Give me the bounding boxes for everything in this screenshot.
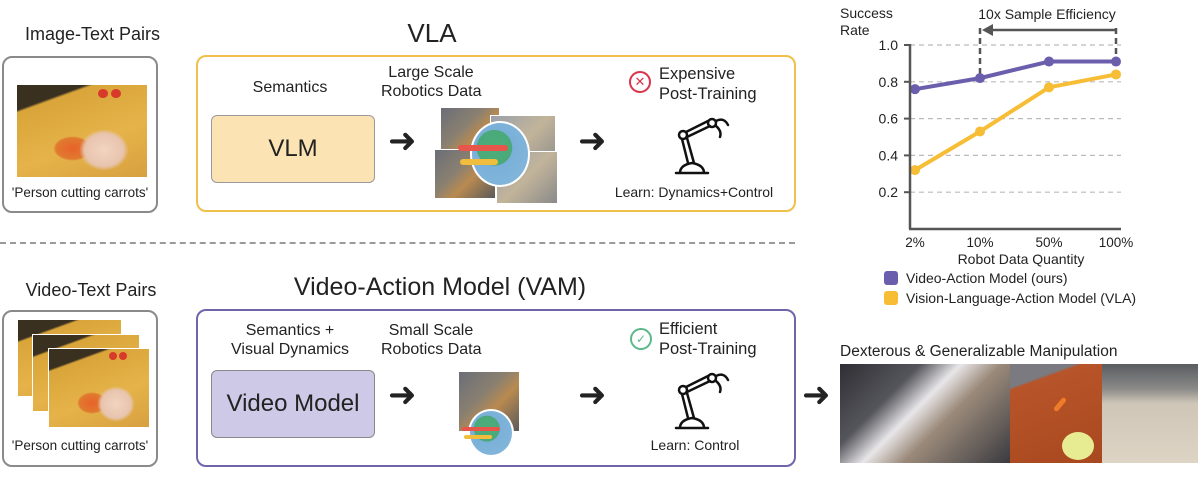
expensive-line1: Expensive <box>659 65 736 83</box>
vlm-label: VLM <box>268 135 318 162</box>
expensive-line2: Post-Training <box>659 85 757 103</box>
vla-section-title: VLA <box>407 18 457 48</box>
x-tick-label: 100% <box>1099 235 1134 250</box>
efficient-post-training-label: Efficient Post-Training <box>659 319 757 359</box>
vla-semantics-heading: Semantics <box>252 79 328 96</box>
x-axis-label: Robot Data Quantity <box>958 251 1085 267</box>
large-scale-line2: Robotics Data <box>381 83 482 100</box>
video-text-pairs-title: Video-Text Pairs <box>25 280 157 300</box>
carrot-plate-image <box>1010 364 1102 463</box>
video-frame-1 <box>48 348 150 428</box>
data-point <box>1111 69 1121 80</box>
robot-arm-icon <box>674 372 730 430</box>
series-line <box>913 72 1117 172</box>
small-scale-data-heading: Small Scale Robotics Data <box>381 321 482 359</box>
large-scale-line1: Large Scale <box>388 64 474 81</box>
data-point <box>1111 56 1121 67</box>
pairs-caption: 'Person cutting carrots' <box>11 185 149 200</box>
y-axis-label-line1: Success <box>840 5 893 21</box>
section-divider <box>0 242 795 244</box>
video-text-pairs-box: 'Person cutting carrots' <box>2 310 158 467</box>
vam-semantics-heading: Semantics + Visual Dynamics <box>205 321 375 359</box>
y-axis-label-line2: Rate <box>840 22 870 38</box>
vlm-block: VLM <box>211 115 375 183</box>
robot-arm-icon <box>674 117 730 175</box>
y-tick-label: 1.0 <box>879 37 899 53</box>
bimanual-robot-image <box>840 364 1010 463</box>
sample-efficiency-annotation: 10x Sample Efficiency <box>978 6 1115 22</box>
arrow-right-icon: ➜ <box>578 122 607 160</box>
efficient-line1: Efficient <box>659 320 718 338</box>
data-point <box>975 73 985 84</box>
video-model-block: Video Model <box>211 370 375 438</box>
tabletop-robot-image <box>1102 364 1198 463</box>
success-rate-chart: Success Rate 10x Sample Efficiency 0.2 0.… <box>840 5 1136 306</box>
vam-pipeline-box <box>196 309 796 467</box>
vam-heading-line2: Visual Dynamics <box>231 341 349 358</box>
check-circle-icon: ✓ <box>630 328 652 350</box>
y-tick-label: 0.8 <box>879 74 899 90</box>
x-tick-label: 2% <box>905 235 925 250</box>
learn-dynamics-control-label: Learn: Dynamics+Control <box>614 184 774 200</box>
x-tick-label: 10% <box>966 235 993 250</box>
annotation-arrowhead-icon <box>982 24 993 36</box>
small-scale-line2: Robotics Data <box>381 341 482 358</box>
image-text-pairs-title: Image-Text Pairs <box>24 24 161 44</box>
globe-icon <box>470 121 530 187</box>
y-tick-label: 0.2 <box>879 184 899 200</box>
data-point <box>975 126 985 137</box>
video-model-label: Video Model <box>226 390 360 417</box>
arrow-right-icon: ➜ <box>802 376 831 414</box>
small-scale-line1: Small Scale <box>388 322 474 339</box>
manipulation-image-strip <box>840 364 1198 463</box>
vla-pipeline-box <box>196 55 796 212</box>
legend-label: Video-Action Model (ours) <box>906 270 1068 286</box>
data-point <box>1044 56 1054 67</box>
carrot-cutting-image <box>17 85 147 177</box>
vam-heading-line1: Semantics + <box>245 322 335 339</box>
x-circle-icon: ✕ <box>629 71 651 93</box>
small-scale-robotics-image <box>458 371 520 457</box>
video-pairs-caption: 'Person cutting carrots' <box>11 438 149 453</box>
legend-swatch <box>884 291 898 305</box>
arrow-right-icon: ➜ <box>388 376 417 414</box>
series-line <box>914 59 1116 92</box>
data-point <box>910 165 920 176</box>
vam-section-title: Video-Action Model (VAM) <box>293 273 587 301</box>
x-tick-label: 50% <box>1035 235 1062 250</box>
large-scale-data-heading: Large Scale Robotics Data <box>381 63 482 101</box>
manipulation-title: Dexterous & Generalizable Manipulation <box>840 343 1118 360</box>
learn-control-label: Learn: Control <box>650 437 740 453</box>
globe-icon <box>468 409 514 457</box>
arrow-right-icon: ➜ <box>388 122 417 160</box>
expensive-post-training-label: Expensive Post-Training <box>659 64 757 104</box>
arrow-right-icon: ➜ <box>578 376 607 414</box>
image-text-pairs-box: 'Person cutting carrots' <box>2 56 158 213</box>
data-point <box>910 84 920 95</box>
legend-swatch <box>884 271 898 285</box>
efficient-line2: Post-Training <box>659 340 757 358</box>
y-tick-label: 0.4 <box>879 147 899 163</box>
legend-label: Vision-Language-Action Model (VLA) <box>906 290 1136 306</box>
large-scale-robotics-collage <box>430 107 566 204</box>
y-tick-label: 0.6 <box>879 111 899 127</box>
data-point <box>1044 82 1054 93</box>
